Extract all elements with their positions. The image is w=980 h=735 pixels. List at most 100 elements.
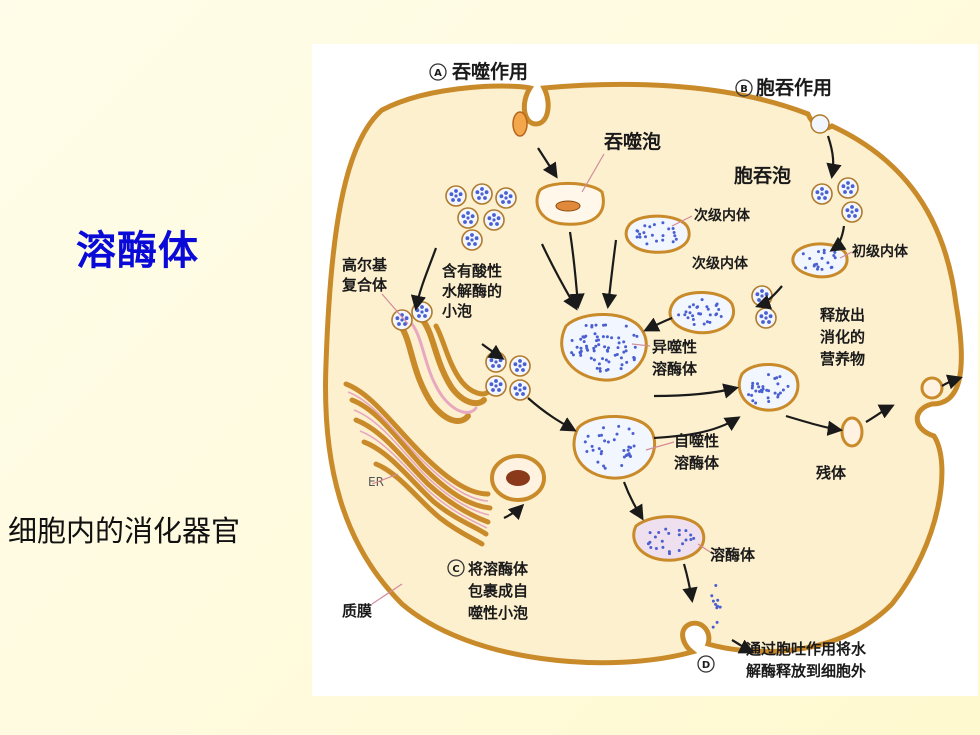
phagosome-particle [555, 200, 581, 212]
endocytic-pit-vesicle [810, 114, 830, 134]
enzyme-dot [696, 305, 700, 309]
enzyme-dot [673, 234, 677, 238]
label-d-circle [697, 655, 715, 673]
enzyme-dot [661, 545, 665, 549]
enzyme-dot [617, 424, 621, 428]
enzyme-dot [767, 373, 770, 377]
enzyme-dot [667, 531, 671, 535]
enzyme-dot [631, 432, 635, 435]
enzyme-dot [624, 345, 628, 349]
label-golgi-line1: 高尔基 [342, 256, 388, 274]
enzyme-dot [691, 314, 695, 318]
enzyme-dot [593, 332, 597, 336]
enzyme-dot [759, 388, 763, 392]
enzyme-dot [585, 344, 588, 348]
enzyme-dot [661, 238, 665, 242]
enzyme-dots [570, 221, 837, 629]
enzyme-dot [575, 345, 579, 349]
enzyme-dot [642, 231, 646, 235]
enzyme-dot [657, 531, 661, 534]
enzyme-dot [700, 298, 704, 302]
label-acid-vesicle-line1: 含有酸性 [442, 262, 502, 280]
enzyme-dot [633, 345, 637, 349]
label-release-line1: 释放出 [820, 306, 865, 324]
enzyme-dot [646, 542, 650, 546]
enzyme-dot [650, 233, 654, 237]
enzyme-dot [781, 388, 785, 392]
enzyme-dot [776, 393, 780, 397]
enzyme-dot [582, 340, 586, 344]
enzyme-dot [778, 375, 782, 379]
label-phagocytosis: 吞噬作用 [452, 60, 528, 83]
enzyme-dot [603, 439, 607, 443]
enzyme-dot [660, 539, 664, 543]
label-acid-vesicle-line2: 水解酶的 [442, 282, 502, 300]
enzyme-dot [648, 531, 652, 535]
enzyme-dot [815, 262, 819, 266]
enzyme-dot [677, 549, 681, 552]
enzyme-dot [627, 445, 631, 449]
enzyme-dot [655, 239, 658, 243]
enzyme-dot [600, 433, 603, 437]
enzyme-dot [635, 235, 639, 239]
enzyme-dot [761, 385, 765, 389]
slide-subtitle: 细胞内的消化器官 [8, 514, 241, 548]
enzyme-dot [705, 305, 709, 309]
label-d-line1: 通过胞吐作用将水 [746, 640, 867, 658]
enzyme-dot [661, 221, 665, 225]
enzyme-dot [635, 229, 639, 233]
enzyme-dot [684, 310, 688, 314]
enzyme-dot [590, 444, 594, 448]
enzyme-dot [652, 223, 656, 227]
label-acid-vesicle-line3: 小泡 [442, 302, 472, 320]
er-lumen [347, 391, 490, 529]
enzyme-dot [757, 385, 761, 389]
enzyme-dot [756, 382, 759, 386]
cell-diagram-svg: A 吞噬作用 B 胞吞作用 吞噬泡 胞吞泡 次级内体 初级内体 次级内体 高尔基… [323, 60, 964, 680]
enzyme-dot [711, 599, 715, 603]
enzyme-dot [677, 533, 681, 537]
enzyme-dot [697, 312, 701, 316]
enzyme-dot [754, 401, 758, 405]
enzyme-dot [570, 339, 574, 342]
enzyme-dot [705, 320, 709, 324]
engulfed-particle [512, 111, 528, 137]
enzyme-dot [711, 625, 715, 629]
enzyme-dot [604, 358, 608, 362]
enzyme-dot [616, 346, 620, 350]
enzyme-dot [702, 322, 706, 326]
enzyme-dot [677, 528, 681, 532]
enzyme-dot [602, 323, 605, 327]
enzyme-dot [584, 324, 588, 327]
label-c-line2: 包裹成自 [468, 582, 528, 600]
label-secondary-endosome-2: 次级内体 [692, 255, 749, 272]
label-heterophagic-line1: 异噬性 [652, 338, 697, 356]
enzyme-dot [767, 389, 771, 393]
enzyme-dot [706, 307, 710, 311]
enzyme-dot [622, 449, 626, 452]
enzyme-dot [592, 346, 596, 350]
enzyme-dot [766, 396, 770, 400]
enzyme-dot [829, 265, 833, 269]
slide-title: 溶酶体 [76, 227, 199, 274]
label-primary-endosome: 初级内体 [852, 243, 909, 260]
enzyme-dot [689, 533, 693, 537]
enzyme-dot [589, 356, 593, 360]
enzyme-dot [644, 235, 647, 239]
enzyme-dot [767, 400, 771, 403]
enzyme-dot [632, 358, 636, 362]
secondary-endosome-2-shape [668, 290, 736, 335]
enzyme-dot [715, 620, 719, 624]
enzyme-dot [688, 305, 692, 309]
enzyme-dot [586, 434, 590, 438]
golgi-apparatus [399, 319, 491, 424]
enzyme-dot [643, 224, 647, 228]
enzyme-dot [599, 452, 603, 456]
autophagic-lysosome-shape [572, 415, 657, 480]
enzyme-dot [579, 337, 583, 341]
enzyme-dot [602, 464, 606, 468]
enzyme-dot [692, 323, 696, 326]
label-c-circle [447, 559, 465, 577]
enzyme-dot [571, 353, 575, 357]
autophagic-vesicle [490, 454, 546, 502]
